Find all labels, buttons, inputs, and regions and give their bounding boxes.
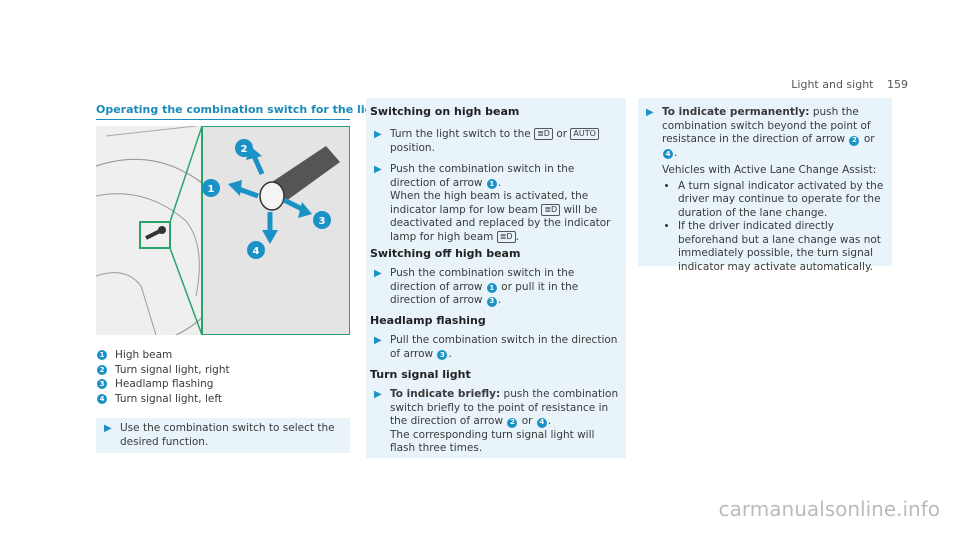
right-column-bg [638, 98, 892, 266]
figure-number: 4 [253, 246, 260, 257]
arrow-number: 2 [507, 417, 518, 428]
illustration-svg: 1 2 3 4 [96, 126, 350, 335]
high-beam-off-step: ▶ Push the combination switch in the dir… [374, 267, 579, 307]
low-beam-icon: ≣D [541, 203, 561, 216]
step-arrow-icon: ▶ [374, 389, 382, 400]
section-rule [96, 119, 350, 120]
flashing-title: Headlamp flashing [366, 312, 492, 329]
step-arrow-icon: ▶ [646, 107, 654, 118]
section-title: Operating the combination switch for the… [96, 103, 393, 116]
high-beam-steps: ▶ Turn the light switch to the ≣D or AUT… [374, 128, 611, 243]
arrow-number: 4 [536, 417, 547, 428]
page-header: Light and sight 159 [791, 78, 908, 91]
arrow-number: 1 [486, 179, 497, 190]
low-beam-icon: ≣D [534, 128, 553, 140]
intro-step: ▶Use the combination switch to select th… [96, 418, 350, 453]
figure-number: 2 [241, 144, 248, 155]
arrow-number: 3 [437, 350, 448, 361]
arrow-number: 4 [663, 149, 673, 160]
header-section: Light and sight [791, 78, 874, 91]
combination-switch-illustration: 1 2 3 4 [96, 126, 350, 335]
step-arrow-icon: ▶ [374, 335, 382, 346]
turn-signal-title: Turn signal light [366, 366, 477, 383]
step-arrow-icon: ▶ [104, 423, 112, 434]
page-number: 159 [887, 78, 908, 91]
step-arrow-icon: ▶ [374, 268, 382, 279]
arrow-number: 3 [486, 296, 497, 307]
permanent-step: ▶ To indicate permanently: push the comb… [638, 102, 892, 278]
list-item: A turn signal indicator activated by the… [678, 180, 886, 221]
arrow-number: 1 [486, 283, 497, 294]
high-beam-off-title: Switching off high beam [366, 245, 527, 262]
assist-bullet-list: A turn signal indicator activated by the… [662, 180, 886, 275]
figure-number: 1 [208, 184, 215, 195]
figure-number: 3 [319, 216, 326, 227]
middle-column-bg [366, 98, 626, 458]
turn-signal-step: ▶ To indicate briefly: push the combinat… [374, 388, 619, 454]
list-item: If the driver indicated directly beforeh… [678, 220, 886, 274]
high-beam-title: Switching on high beam [366, 103, 526, 120]
flashing-step: ▶ Pull the combination switch in the dir… [374, 334, 618, 361]
high-beam-icon: ≣D [496, 230, 516, 243]
watermark: carmanualsonline.info [718, 497, 940, 521]
arrow-number: 2 [849, 135, 860, 146]
step-arrow-icon: ▶ [374, 129, 382, 140]
step-arrow-icon: ▶ [374, 164, 382, 175]
auto-light-icon: AUTO [570, 128, 599, 140]
